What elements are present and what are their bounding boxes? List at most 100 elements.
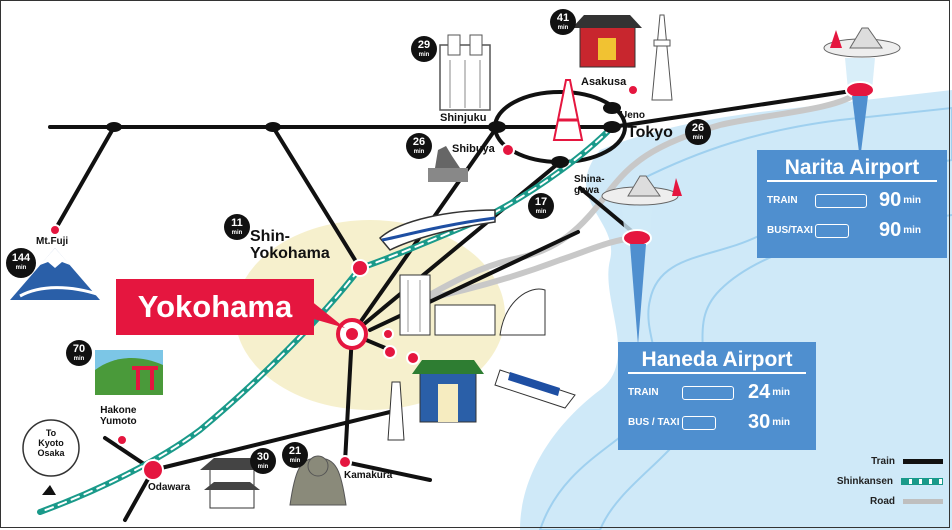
legend-shinkansen-label: Shinkansen: [836, 475, 893, 487]
haneda-bus-label: BUS / TAXI: [628, 417, 680, 428]
label-shinagawa-1: Shina-: [574, 174, 605, 185]
narita-airport-marker[interactable]: [845, 58, 875, 160]
station-yokohama-3[interactable]: [383, 345, 397, 359]
haneda-title: Haneda Airport: [628, 348, 806, 374]
train-icon: [815, 193, 867, 208]
haneda-bus-row: BUS / TAXI 30 min: [628, 411, 806, 434]
hub-odawara[interactable]: [142, 459, 164, 481]
label-asakusa: Asakusa: [581, 76, 627, 88]
legend-road-label: Road: [870, 495, 895, 507]
label-shinagawa-2: gawa: [574, 185, 600, 196]
label-shin-yokohama-2: Yokohama: [250, 245, 330, 262]
cruise-ship-icon: [494, 369, 576, 409]
label-to-kyoto-1: To: [45, 428, 57, 438]
station-yokohama-4[interactable]: [406, 351, 420, 365]
label-to-kyoto-2: Kyoto: [38, 438, 64, 448]
label-odawara: Odawara: [148, 482, 191, 493]
train-line-narita: [610, 88, 860, 129]
station-fuji[interactable]: [49, 224, 61, 236]
narita-bus-row: BUS/TAXI 90 min: [767, 219, 937, 242]
bus-icon: [682, 415, 716, 430]
label-kamakura: Kamakura: [344, 470, 393, 481]
legend-road-swatch: [903, 498, 943, 504]
legend-road: Road: [818, 491, 943, 511]
station-shibuya[interactable]: [501, 143, 515, 157]
to-kyoto-bubble: [22, 419, 80, 477]
label-shin-yokohama: Shin- Yokohama: [250, 228, 330, 262]
label-hakone-1: Hakone: [100, 405, 137, 416]
road-to-narita: [417, 89, 861, 303]
junction-dots: [106, 102, 621, 168]
marine-tower-icon: [387, 381, 405, 441]
label-ueno: Ueno: [620, 110, 645, 121]
legend-train-swatch: [903, 458, 943, 464]
narita-bus-unit: min: [903, 225, 922, 236]
train-line-yokohama-kamakura: [343, 332, 354, 464]
narita-plane-icon: [823, 27, 901, 58]
narita-train-label: TRAIN: [767, 195, 798, 206]
map-legend: Train Shinkansen Road: [818, 451, 943, 511]
road-lines: [417, 89, 861, 303]
train-line-shinagawa-yokohama: [350, 160, 562, 336]
hachiko-statue-icon: [428, 146, 468, 182]
narita-bus-label: BUS/TAXI: [767, 225, 813, 236]
train-line-kamakura-east: [343, 460, 432, 482]
shinjuku-building-icon: [439, 34, 491, 111]
shinkansen-line: [37, 124, 615, 515]
haneda-airport-marker[interactable]: [622, 208, 652, 345]
train-line-odawara-kamakura: [151, 410, 392, 472]
station-asakusa[interactable]: [627, 84, 639, 96]
haneda-train-value: 24: [748, 381, 771, 403]
landmark-tower-icon: [399, 274, 431, 336]
hakone-torii-icon: [95, 350, 163, 395]
haneda-train-unit: min: [772, 387, 791, 398]
narita-train-unit: min: [903, 195, 922, 206]
legend-train: Train: [818, 451, 943, 471]
narita-train-value: 90: [879, 189, 902, 211]
label-hakone-2: Yumoto: [100, 416, 137, 427]
road-to-haneda: [417, 235, 638, 303]
station-shin-yokohama[interactable]: [351, 259, 369, 277]
station-kamakura[interactable]: [338, 455, 352, 469]
tokyo-tower-icon: [552, 79, 584, 141]
station-dots: [49, 84, 639, 469]
mt-fuji-icon: [10, 248, 101, 300]
haneda-train-row: TRAIN 24 min: [628, 381, 806, 404]
chinatown-gate-icon: [412, 360, 484, 423]
narita-train-row: TRAIN 90 min: [767, 189, 937, 212]
hub-yokohama[interactable]: [336, 318, 368, 350]
haneda-pointer: [630, 244, 646, 345]
train-line-shinyokohama: [271, 125, 362, 270]
bullet-train-icon: [378, 209, 496, 251]
station-yokohama-2[interactable]: [382, 328, 394, 340]
label-tokyo: Tokyo: [627, 124, 673, 141]
asakusa-gate-icon: [572, 15, 642, 68]
haneda-train-label: TRAIN: [628, 387, 659, 398]
label-shibuya: Shibuya: [452, 143, 495, 155]
narita-info-panel: Narita Airport TRAIN 90 min BUS/TAXI 90 …: [757, 150, 947, 258]
haneda-info-panel: Haneda Airport TRAIN 24 min BUS / TAXI 3…: [618, 342, 816, 450]
haneda-bus-value: 30: [748, 411, 771, 433]
haneda-bus-unit: min: [772, 417, 791, 428]
legend-shinkansen-swatch: [901, 477, 943, 485]
to-kyoto-arrow-icon: [42, 485, 56, 495]
narita-bus-value: 90: [879, 219, 902, 241]
legend-train-label: Train: [871, 455, 895, 467]
label-shin-yokohama-1: Shin-: [250, 228, 290, 245]
narita-title: Narita Airport: [767, 156, 937, 182]
odawara-castle-icon: [200, 458, 264, 509]
destination-label: Yokohama: [116, 279, 314, 335]
haneda-plane-icon: [601, 175, 682, 206]
great-buddha-icon: [289, 455, 347, 506]
narita-pointer: [852, 96, 868, 160]
station-hakone[interactable]: [116, 434, 128, 446]
